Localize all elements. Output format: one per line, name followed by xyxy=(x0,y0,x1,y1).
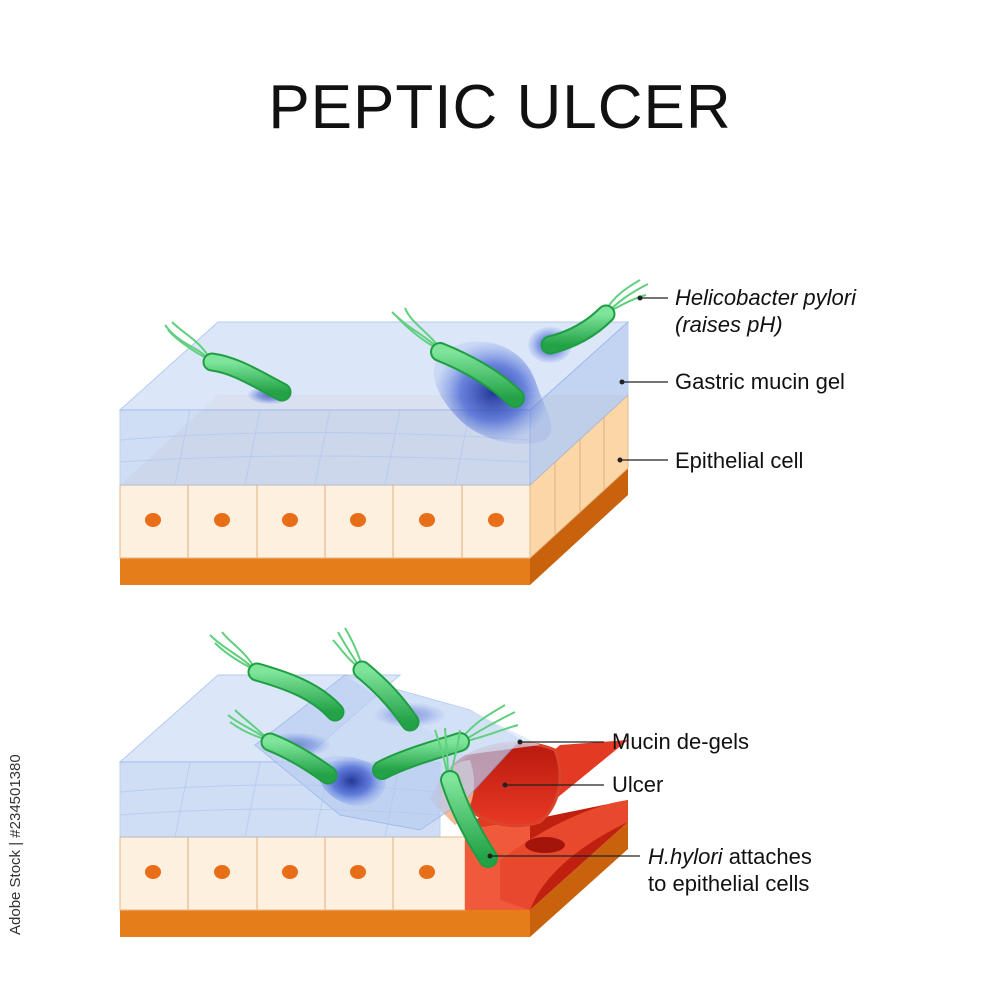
nucleus xyxy=(350,865,366,879)
nucleus xyxy=(282,513,298,527)
label-gastric-mucin-gel: Gastric mucin gel xyxy=(675,369,845,394)
label-attaches-line2: to epithelial cells xyxy=(648,871,810,896)
bacterium xyxy=(391,307,525,408)
nucleus xyxy=(214,865,230,879)
top-side-dividers xyxy=(554,417,605,535)
label-attaches-organism: H.hylori xyxy=(648,844,723,869)
label-attaches-line1: H.hylori attaches xyxy=(648,843,812,870)
nucleus xyxy=(488,513,504,527)
leader-lines xyxy=(490,297,668,857)
top-tissue-block xyxy=(118,320,630,585)
stock-watermark: Adobe Stock | #234501380 xyxy=(4,754,26,940)
stock-watermark-text: Adobe Stock | #234501380 xyxy=(7,754,24,935)
leader-dots xyxy=(487,295,643,859)
nucleus xyxy=(145,865,161,879)
diagram-title: PEPTIC ULCER xyxy=(268,73,732,142)
top-gel-grid xyxy=(119,409,531,486)
nucleus xyxy=(214,513,230,527)
bottom-tissue-block xyxy=(118,674,628,937)
bottom-cell-dividers xyxy=(187,837,394,910)
ulcer-small-crater xyxy=(525,837,565,853)
bacterium xyxy=(209,631,345,722)
label-mucin-de-gels: Mucin de-gels xyxy=(612,729,749,754)
bacterium xyxy=(372,704,519,780)
top-nuclei xyxy=(145,513,504,527)
label-epithelial-cell: Epithelial cell xyxy=(675,448,804,473)
nucleus xyxy=(145,513,161,527)
nucleus xyxy=(419,513,435,527)
top-basement-front xyxy=(120,558,530,585)
label-attaches: H.hylori attaches to epithelial cells xyxy=(648,843,812,897)
bottom-basement-side xyxy=(530,822,628,937)
top-cell-dividers xyxy=(187,485,463,558)
bottom-bacteria xyxy=(209,627,519,868)
top-basement-side xyxy=(530,468,628,585)
label-attaches-verb: attaches xyxy=(722,844,812,869)
label-h-pylori: Helicobacter pylori (raises pH) xyxy=(675,284,856,338)
damaged-tissue-ridge xyxy=(500,800,628,910)
bacterium xyxy=(227,709,338,785)
bottom-nuclei xyxy=(145,865,435,879)
bacterium xyxy=(164,321,292,402)
top-bacteria xyxy=(164,279,649,408)
bacterium xyxy=(332,627,420,732)
label-ulcer: Ulcer xyxy=(612,772,664,797)
nucleus xyxy=(419,865,435,879)
bacterium xyxy=(540,279,649,355)
bacterium-attached xyxy=(434,727,498,868)
bottom-basement-front xyxy=(120,910,530,937)
label-h-pylori-name: Helicobacter pylori xyxy=(675,285,856,310)
nucleus xyxy=(350,513,366,527)
label-raises-ph: (raises pH) xyxy=(675,312,783,337)
nucleus xyxy=(282,865,298,879)
